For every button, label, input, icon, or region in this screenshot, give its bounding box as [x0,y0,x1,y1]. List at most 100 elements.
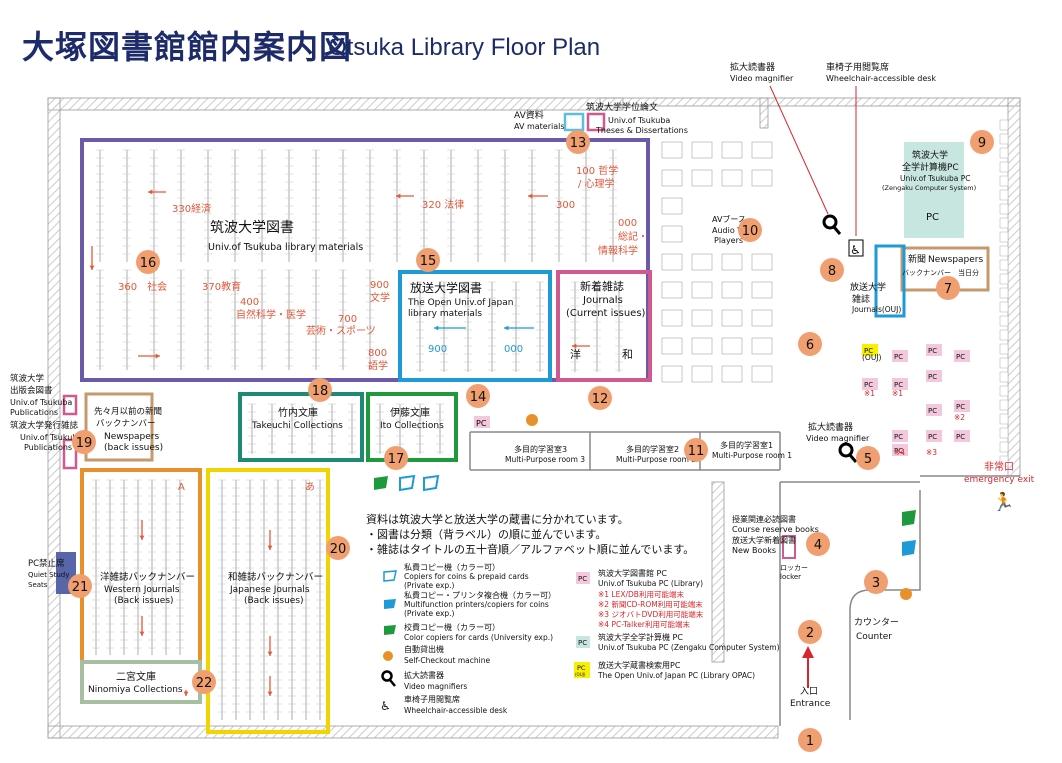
area-number-badge [192,670,216,694]
pc-terminal [954,400,970,412]
legend-magnifier-en: Video magnifiers [404,682,467,691]
chair [999,455,1009,467]
pc-terminal-label: PC [864,347,873,355]
av-booth-en2: Players [714,236,743,245]
japanese-en2: (Back issues) [244,596,304,606]
magnifier-right-en: Video magnifier [806,434,870,443]
pub-issued-en2: Publications [24,443,72,452]
shelf-label: 700 [338,314,357,325]
legend-self-checkout-en: Self-Checkout machine [404,656,490,665]
thesis-en2: Theses & Dissertations [595,126,688,135]
chair [999,371,1009,383]
direction-arrows [89,189,590,696]
note-line-2: ・図書は分類（背ラベル）の順に並んでいます。 [366,527,606,541]
legend-pc-ouj-jp: 放送大学蔵書検索用PC [598,660,681,670]
newspapers-en: Newspapers [928,255,983,265]
box-new-journals [556,270,652,382]
ouj-journals-jp2: 雑誌 [852,293,870,305]
magnifier-right-jp: 拡大読書器 [808,421,853,433]
pc-terminal-label: PC [956,433,965,441]
color-copier-icon [384,625,396,635]
pc-small-badge [474,416,490,428]
pc-terminal [926,430,942,442]
self-checkout-icon [526,414,538,426]
ito-jp: 伊藤文庫 [390,406,430,419]
area-number-badge [970,130,994,154]
pc-terminal-label: PC [956,403,965,411]
direction-arrow [267,676,273,696]
shelf-label: 000 [618,218,637,229]
area-number: 3 [872,576,880,591]
thesis-en1: Univ.of Tsukuba [608,116,670,125]
old-newspapers-jp: 先々月以前の新聞 [94,406,162,417]
area-number: 11 [688,444,705,459]
area-number-badge [68,574,92,598]
table [751,253,773,271]
pc-terminal [954,430,970,442]
ninomiya-en: Ninomiya Collections [88,685,183,695]
self-checkout-icon [900,588,912,600]
zengaku-en2: (Zengaku Computer System) [882,184,976,192]
table [691,169,713,187]
multifunction-printer-icon [384,599,396,609]
shelf-label: 000 [504,344,523,355]
direction-arrow [138,353,160,359]
legend-pc-note-3: ※3 ジオバトDVD利用可能端末 [598,609,704,619]
area-number-badge [308,378,332,402]
title-japanese: 大塚図書館館内案内図 [22,28,353,66]
counter-en: Counter [856,632,892,642]
pub-issued-en1: Univ.of Tsukuba [20,433,82,442]
new-journals-west: 洋 [570,347,581,361]
table [661,197,683,215]
shelf-label: 自然科学・医学 [236,308,306,321]
area-number: 5 [864,452,872,467]
table [721,253,743,271]
area-number-badge [566,130,590,154]
old-newspapers-jp2: バックナンバー [96,419,156,429]
emergency-en: emergency exit [964,475,1035,485]
area-number: 22 [196,676,213,691]
table [661,337,683,355]
legend-right: PC 筑波大学図書館 PC Univ.of Tsukuba PC (Librar… [574,568,780,680]
area-number: 2 [806,626,814,641]
legend-pc-note-4: ※4 PC-Talker利用可能端末 [598,619,691,629]
shelf-label: 語学 [368,359,388,372]
box-univ-tsukuba [80,138,650,382]
av-jp: AV資料 [514,109,544,121]
shelf-label: 330経済 [172,202,211,215]
ouj-jp: 放送大学図書 [410,280,482,295]
shelf-label: / 心理学 [578,177,615,190]
table [661,309,683,327]
shelves [92,149,623,720]
new-journals-jp: 新着雑誌 [580,279,624,293]
legend-pc-zengaku-en: Univ.of Tsukuba PC (Zengaku Computer Sys… [598,643,780,652]
shelf-label: 900 [428,344,447,355]
chair [999,441,1009,453]
chair [999,175,1009,187]
ouj-en2: library materials [408,309,482,319]
pc-forbidden-en1: Quiet Study [28,571,69,579]
legend-multi-en2: (Private exp.) [404,609,455,618]
area-number-badge [798,728,822,752]
chair [999,231,1009,243]
pc-forbidden-en2: Seats [28,581,48,589]
pub-tsukuba-jp2: 出版会図書 [10,385,53,396]
table [661,225,683,243]
table [751,309,773,327]
shelf-label: 900 [370,280,389,291]
svg-text:🏃: 🏃 [992,491,1014,513]
table [691,365,713,383]
pc-terminal-label: PC [928,407,937,415]
western-en1: Western Journals [104,585,180,595]
pc-forbidden-jp: PC禁止席 [28,558,65,569]
legend-private-copier-en2: (Private exp.) [404,581,455,590]
legend-pc-library-jp: 筑波大学図書館 PC [598,568,667,578]
pc-library-badge [576,572,590,584]
table [661,141,683,159]
av-booth-en1: Audio V [712,226,743,235]
ito-en: Ito Collections [380,421,444,431]
pc-terminal-label: PC [864,381,873,389]
area-number-badge [806,532,830,556]
